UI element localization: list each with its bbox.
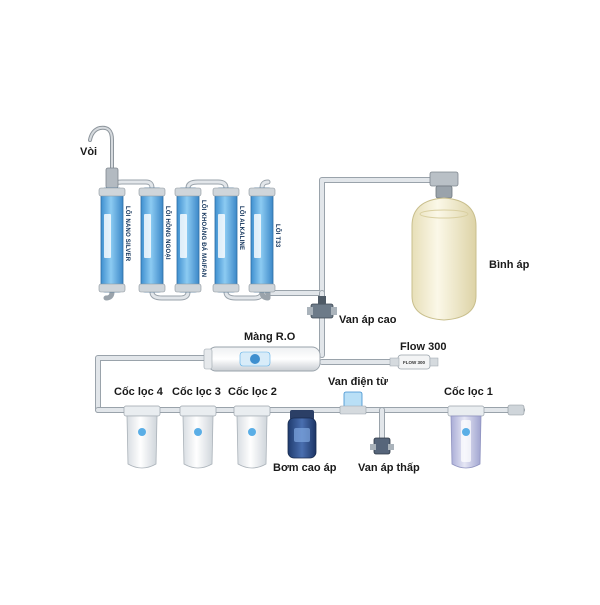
label-filter2: Cốc lọc 2 (228, 386, 277, 398)
cartridge-label-nano-silver: LÕI NANO SILVER (124, 206, 130, 262)
pipe-ro-to-mainline (95, 355, 213, 413)
high-pressure-valve-icon (307, 296, 337, 319)
booster-pump (287, 410, 317, 459)
filter-housing-4 (123, 405, 161, 469)
filter-housing-3 (179, 405, 217, 469)
inlet-fitting (507, 404, 525, 416)
label-tank: Bình áp (489, 259, 530, 271)
pressure-tank (411, 171, 477, 321)
cartridge-maifan (174, 187, 202, 293)
cartridge-nano-silver (98, 187, 126, 293)
filter-housings (123, 405, 485, 469)
cartridge-alkaline (212, 187, 240, 293)
cartridge-label-maifan: LÕI KHOÁNG ĐÁ MAIFAN (200, 200, 206, 278)
label-flow: Flow 300 (400, 341, 447, 353)
label-low-pressure-valve: Van áp thấp (358, 462, 420, 474)
cartridge-label-infrared: LÕI HỒNG NGOẠI (164, 206, 170, 260)
cartridge-label-t33: LÕI T33 (274, 224, 280, 248)
low-pressure-valve-icon (370, 437, 394, 455)
faucet-icon (105, 167, 119, 189)
cartridge-label-alkaline: LÕI ALKALINE (238, 206, 244, 251)
ro-membrane-housing (203, 346, 321, 372)
filter-housing-2 (233, 405, 271, 469)
label-filter1: Cốc lọc 1 (444, 386, 493, 398)
label-filter4: Cốc lọc 4 (114, 386, 163, 398)
solenoid-valve-icon (339, 391, 367, 415)
cartridge-t33 (248, 187, 276, 293)
filter-housing-1 (447, 405, 485, 469)
label-faucet: Vòi (80, 146, 98, 158)
label-pump: Bơm cao áp (273, 462, 337, 474)
label-filter3: Cốc lọc 3 (172, 386, 221, 398)
label-high-pressure-valve: Van áp cao (339, 314, 397, 326)
post-cartridges (98, 187, 276, 293)
cartridge-infrared (138, 187, 166, 293)
flow-restrictor (389, 354, 439, 370)
label-solenoid-valve: Van điện từ (328, 376, 388, 388)
flow-restrictor-text: FLOW 300 (403, 360, 426, 365)
label-ro-membrane: Màng R.O (244, 331, 296, 343)
